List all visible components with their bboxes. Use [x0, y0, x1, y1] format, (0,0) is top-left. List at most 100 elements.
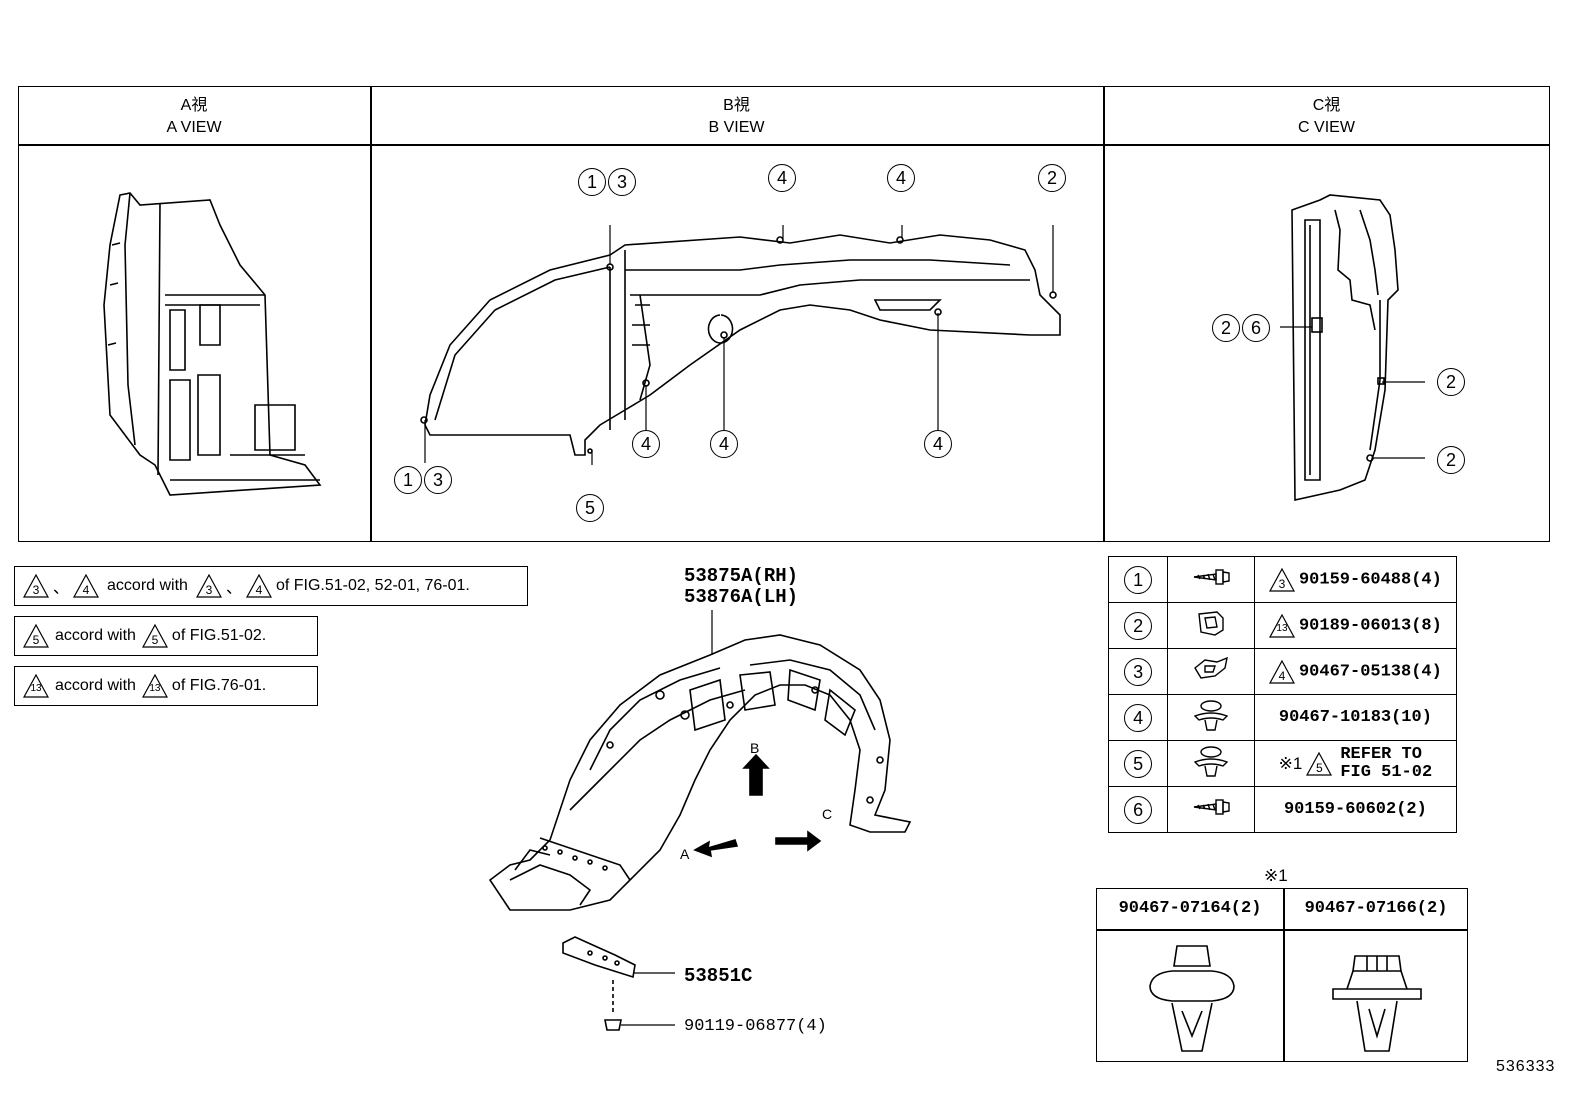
clip-drawing-2	[1332, 955, 1422, 1052]
arrow-label-a: A	[680, 846, 690, 862]
view-divider-2	[1103, 86, 1105, 542]
b-callout-1-3-bottom: 1 3	[394, 466, 452, 494]
part-number: 90467-05138(4)	[1298, 662, 1442, 681]
footnote-col-2: 90467-07166(2)	[1304, 899, 1448, 918]
part-rh: 53875A(RH)	[684, 565, 799, 587]
b-callout-4-c: 4	[632, 430, 660, 458]
triangle-mark-icon: 4	[245, 574, 272, 598]
part-number: 90159-60602(2)	[1283, 799, 1427, 819]
fender-liner-drawing	[488, 610, 912, 911]
b-callout-5: 5	[576, 494, 604, 522]
note-text: accord with	[55, 677, 136, 694]
triangle-mark-icon: 3	[23, 574, 49, 598]
note-text: of FIG.76-01.	[171, 677, 267, 694]
b-callout-4-d: 4	[710, 430, 738, 458]
note-text: of FIG.51-02.	[171, 627, 267, 644]
b-callout-4-e: 4	[924, 430, 952, 458]
note-1: 3 、 4 accord with 3 、 4 of FIG.51-02, 52…	[14, 566, 528, 606]
callout-circle: 2	[1212, 314, 1240, 342]
callout-circle: 4	[632, 430, 660, 458]
callout-circle: 2	[1437, 446, 1465, 474]
c-callout-2-a: 2	[1437, 368, 1465, 396]
view-divider-1	[370, 86, 372, 542]
callout-circle: 2	[1124, 611, 1153, 640]
footnote-table: 90467-07164(2) 90467-07166(2)	[1096, 888, 1468, 1062]
callout-circle: 4	[924, 430, 952, 458]
part-index-cell: 4	[1107, 694, 1169, 741]
view-a-jp: A視	[180, 97, 208, 114]
b-callout-4-b: 4	[887, 164, 915, 192]
triangle-mark-icon: 13	[141, 674, 168, 698]
c-callout-2-6: 2 6	[1212, 314, 1270, 342]
triangle-mark-icon: 3	[195, 574, 222, 598]
note-3: 13 accord with 13 of FIG.76-01.	[14, 666, 318, 706]
view-header-c: C視 C VIEW	[1103, 95, 1550, 139]
note-text: of FIG.51-02, 52-01, 76-01.	[275, 577, 470, 594]
c-callout-2-b: 2	[1437, 446, 1465, 474]
part-index-cell: 1	[1107, 556, 1169, 603]
note-separator: 、	[53, 580, 70, 597]
arrow-label-b: B	[750, 740, 760, 756]
view-b-en: B VIEW	[708, 119, 765, 136]
callout-circle: 4	[768, 164, 796, 192]
callout-circle: 4	[1124, 703, 1153, 732]
part-refer: REFER TO	[1340, 744, 1422, 764]
note-text: accord with	[55, 627, 136, 644]
part-index-cell: 6	[1107, 786, 1169, 833]
part-index-cell: 2	[1107, 602, 1169, 649]
callout-circle: 3	[1124, 657, 1153, 686]
part-number-cell: 90159-60602(2)	[1253, 786, 1458, 833]
triangle-mark-icon: 4	[73, 574, 100, 598]
triangle-mark-icon: 5	[23, 624, 49, 648]
b-view-drawing	[420, 225, 1061, 465]
part-refer-fig: FIG 51-02	[1340, 762, 1433, 782]
callout-circle: 3	[608, 168, 636, 196]
part-icon-cell	[1167, 740, 1255, 787]
view-header-divider	[18, 144, 1550, 146]
view-a-en: A VIEW	[166, 119, 222, 136]
callout-circle: 5	[1124, 749, 1153, 778]
bracket-label: 53851C	[684, 965, 753, 987]
view-header-a: A視 A VIEW	[18, 95, 370, 139]
b-callout-4-a: 4	[768, 164, 796, 192]
callout-circle: 1	[394, 466, 422, 494]
part-number: 90159-60488(4)	[1298, 570, 1442, 589]
part-icon-cell	[1167, 602, 1255, 649]
callout-circle: 1	[1124, 565, 1153, 594]
view-c-en: C VIEW	[1298, 119, 1355, 136]
part-number: 90467-10183(10)	[1278, 707, 1432, 727]
part-icon-cell	[1167, 694, 1255, 741]
footnote-row-divider	[1097, 929, 1467, 931]
callout-circle: 1	[578, 168, 606, 196]
footnote-mark: ※1	[1264, 866, 1288, 885]
arrow-label-c: C	[822, 806, 833, 822]
spring-clip-icon	[1191, 656, 1231, 690]
callout-circle: 4	[710, 430, 738, 458]
triangle-mark-icon: 5	[141, 624, 168, 648]
triangle-mark-icon: 4	[1268, 659, 1295, 684]
callout-circle: 4	[887, 164, 915, 192]
part-icon-cell	[1167, 786, 1255, 833]
screw-icon	[1190, 798, 1232, 824]
footnote-col-divider	[1283, 889, 1285, 1061]
callout-circle: 6	[1242, 314, 1270, 342]
bracket-drawing	[562, 936, 675, 1031]
view-b-jp: B視	[723, 97, 750, 114]
clip-drawing-1	[1149, 945, 1235, 1052]
part-number: 90189-06013(8)	[1298, 616, 1442, 635]
note-2: 5 accord with 5 of FIG.51-02.	[14, 616, 318, 656]
parts-row: 4 90467-10183(10)	[1107, 694, 1458, 741]
push-clip-icon	[1191, 745, 1231, 784]
footnote-mark: ※1	[1278, 753, 1303, 773]
views-frame	[18, 86, 1550, 542]
callout-circle: 2	[1038, 164, 1066, 192]
part-index-cell: 3	[1107, 648, 1169, 695]
b-callout-1-3-top: 1 3	[578, 168, 636, 196]
